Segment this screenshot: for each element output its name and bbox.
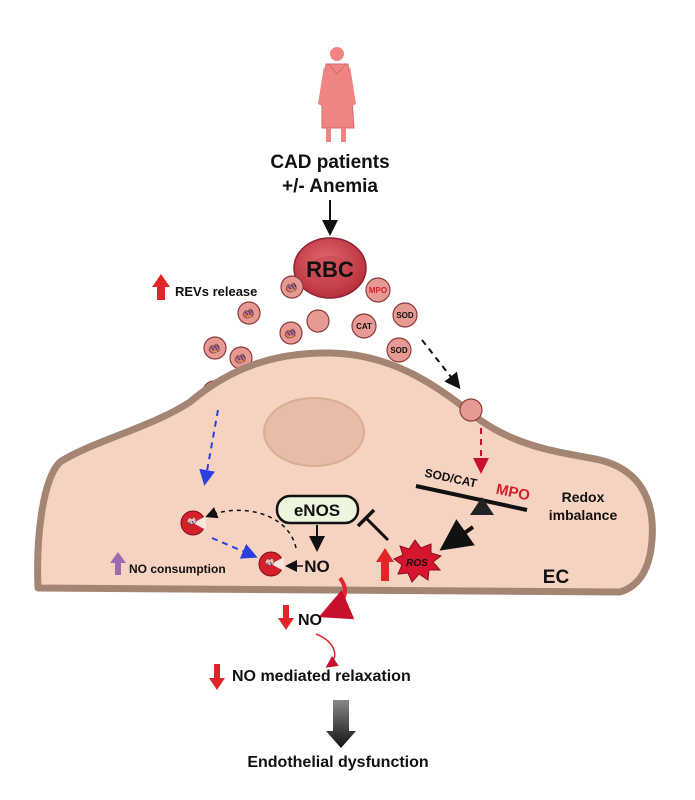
no-scavenging-vesicle (180, 510, 207, 536)
redox-label-line2: imbalance (549, 507, 618, 523)
no-efflux-arrow (318, 576, 355, 620)
cat-vesicle (351, 313, 377, 339)
vesicle-cycle-arrow (205, 507, 297, 549)
vesicle-cycle-arrow-blue (211, 537, 258, 559)
redox-balance-icon (415, 484, 528, 515)
up-arrow-icon (152, 274, 170, 300)
relaxation-label: NO mediated relaxation (232, 668, 411, 685)
no-to-relaxation-arrow (315, 633, 339, 668)
mpo-vesicle-label: MPO (369, 286, 387, 295)
rev-vesicle (280, 275, 304, 299)
cat-vesicle-label: CAT (356, 322, 372, 331)
ec-label: EC (543, 567, 570, 588)
rev-vesicle (203, 336, 227, 360)
patient-title-line1: CAD patients (270, 152, 389, 173)
vesicles-to-cell-arrow (421, 339, 461, 390)
ros-burst-icon (393, 539, 443, 583)
purple-up-arrow-icon (110, 552, 126, 575)
sod-vesicle-label: SOD (396, 311, 414, 320)
ros-up-arrow-icon (376, 548, 394, 581)
endothelial-cell (34, 349, 656, 596)
final-outcome-label: Endothelial dysfunction (247, 754, 428, 771)
balance-to-ros-arrow (439, 519, 475, 551)
patient-title-line2: +/- Anemia (282, 176, 378, 197)
rev-vesicle (306, 309, 330, 333)
nucleus (263, 397, 365, 467)
enos-box (275, 494, 360, 525)
sod-vesicle-label: SOD (390, 346, 408, 355)
revs-release-label: REVs release (175, 284, 257, 299)
redox-label-line1: Redox (562, 489, 605, 505)
sod-vesicle (386, 337, 412, 363)
rev-vesicle (279, 321, 303, 345)
rev-vesicle-docked (459, 398, 483, 422)
mpo-vesicle (365, 277, 391, 303)
ros-label: ROS (406, 558, 428, 569)
down-arrow-icon (209, 664, 225, 690)
no-consumption-label: NO consumption (129, 562, 226, 576)
inhibition-arrow (356, 508, 390, 542)
to-dysfunction-big-arrow (326, 700, 356, 748)
down-arrow-icon (278, 605, 294, 630)
no-decrease-label: NO (298, 612, 322, 629)
balance-mpo-label: MPO (494, 481, 531, 505)
no-scavenging-vesicle (258, 551, 285, 577)
sod-vesicle (392, 302, 418, 328)
rev-vesicle (237, 301, 261, 325)
rbc-cell-icon (293, 237, 367, 299)
enos-label: eNOS (294, 501, 340, 520)
rbc-label: RBC (306, 257, 354, 282)
no-label: NO (304, 557, 330, 576)
patient-figure-icon (318, 47, 356, 142)
uptake-arrow-blue (199, 409, 219, 486)
